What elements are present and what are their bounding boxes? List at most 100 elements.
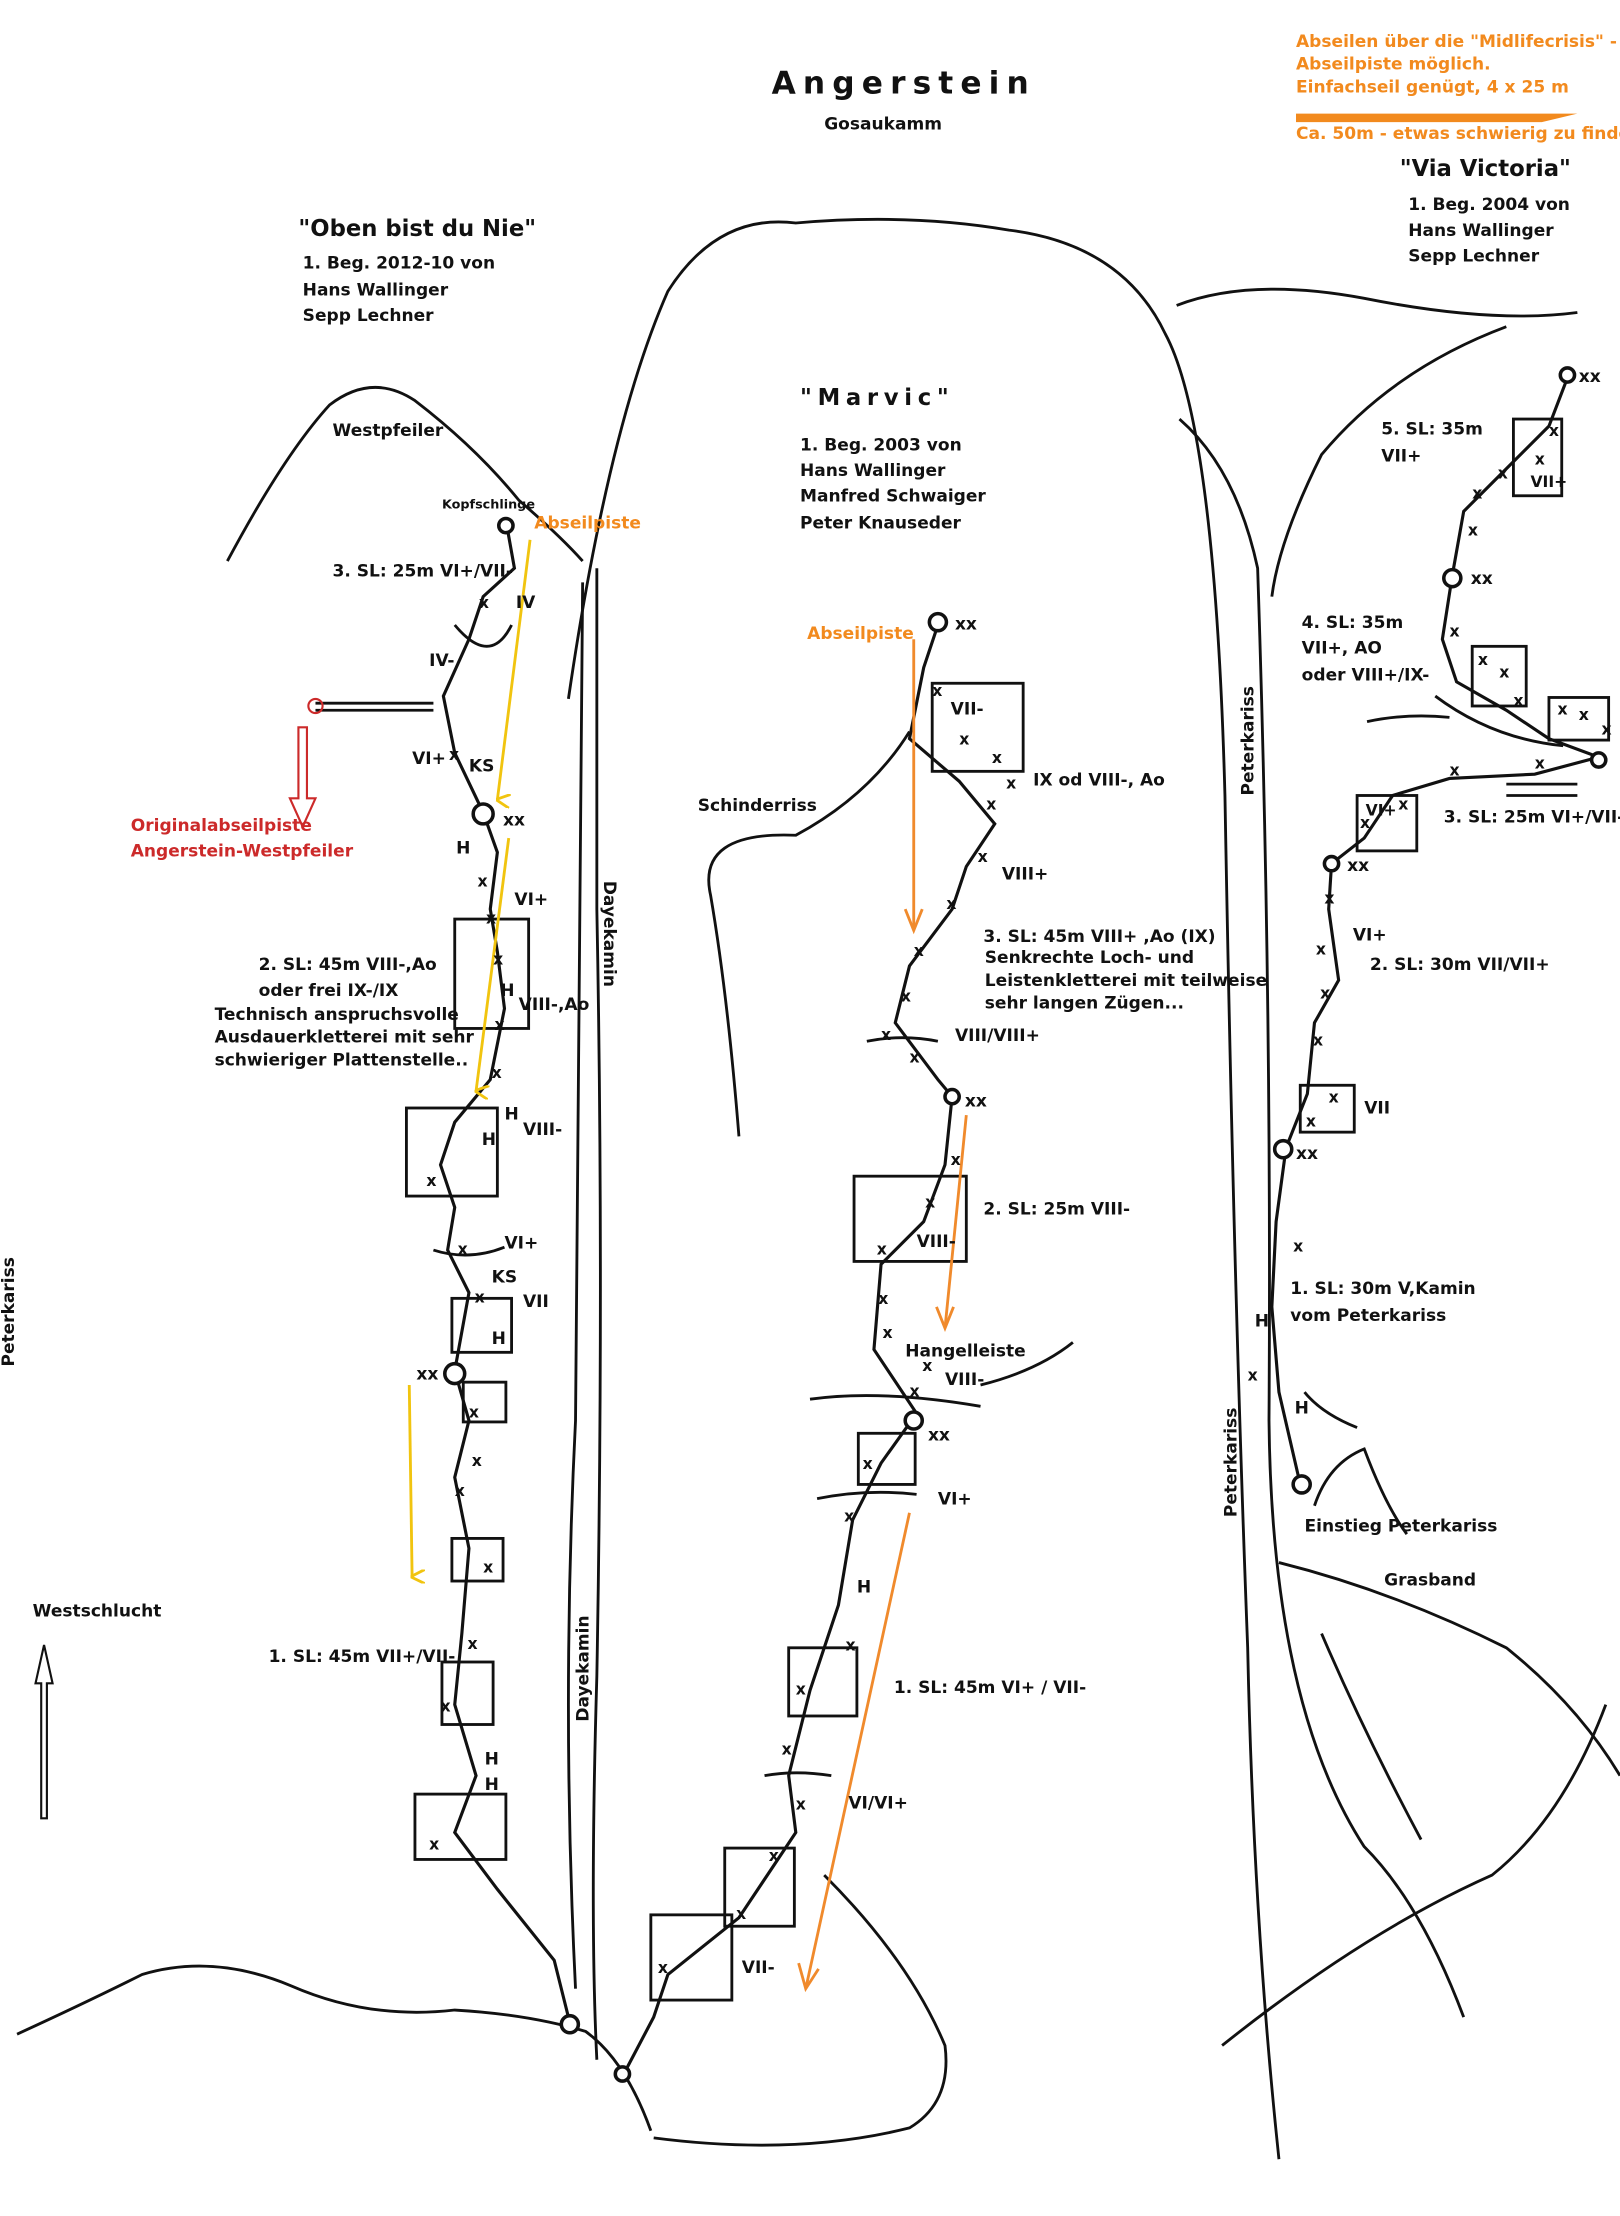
pitch-label: 4. SL: 35m — [1302, 613, 1404, 633]
hook: H — [500, 981, 514, 1001]
hook: H — [456, 839, 470, 859]
bolt: x — [986, 796, 996, 814]
hook: H — [485, 1775, 499, 1795]
bolt: x — [901, 987, 911, 1005]
bolt: x — [469, 1404, 479, 1422]
bolt: x — [878, 1290, 888, 1308]
bolt: x — [1306, 1112, 1316, 1130]
bolt: x — [1468, 522, 1478, 540]
pitch-label: 1. SL: 30m V,Kamin — [1290, 1279, 1475, 1299]
pitch-label: vom Peterkariss — [1290, 1306, 1446, 1326]
pitch-desc: Senkrechte Loch- und — [985, 948, 1194, 968]
pitch-boxes — [405, 417, 1611, 2002]
route-oben-bist-du-nie: "Oben bist du Nie" 1. Beg. 2012-10 von H… — [0, 216, 641, 1795]
grade: KS — [492, 1268, 517, 1288]
belay: xx — [928, 1425, 950, 1445]
route-name: "Via Victoria" — [1400, 156, 1571, 182]
bolt: x — [458, 1240, 468, 1258]
hook: H — [482, 1130, 496, 1150]
bolt: x — [909, 1049, 919, 1067]
hook: H — [1295, 1398, 1309, 1418]
bolt: x — [796, 1796, 806, 1814]
pitch-label: 1. SL: 45m VII+/VII- — [269, 1647, 456, 1667]
pitch-label: oder VIII+/IX- — [1302, 665, 1430, 685]
pitch-desc: schwieriger Plattenstelle.. — [215, 1050, 469, 1070]
bolt: x — [1006, 774, 1016, 792]
bolt: x — [1398, 796, 1408, 814]
bolt: x — [1360, 814, 1370, 832]
header-labels: Angerstein Gosaukamm Abseilen über die "… — [772, 32, 1620, 144]
bolt: x — [782, 1740, 792, 1758]
note-line: Einfachseil genügt, 4 x 25 m — [1296, 77, 1569, 97]
feature-label: Westpfeiler — [333, 421, 444, 441]
bolt: x — [1316, 941, 1326, 959]
note-line: Abseilpiste möglich. — [1296, 55, 1491, 75]
original-abseil-label: Originalabseilpiste — [131, 816, 312, 836]
bolt: x — [796, 1681, 806, 1699]
grade: VII — [1364, 1099, 1390, 1119]
climber: Hans Wallinger — [1408, 221, 1554, 241]
climber: Peter Knauseder — [800, 513, 961, 533]
bolt: x — [441, 1698, 451, 1716]
bolt: x — [1513, 692, 1523, 710]
bolt: x — [1449, 622, 1459, 640]
bolt: x — [1579, 706, 1589, 724]
bolt: x — [959, 730, 969, 748]
bolt: x — [1320, 985, 1330, 1003]
feature-label: Dayekamin — [599, 881, 619, 987]
bolt: x — [1449, 762, 1459, 780]
page-title: Angerstein — [772, 66, 1036, 102]
pitch-label: 3. SL: 25m VI+/VII- — [333, 562, 513, 582]
grade: VI+ — [412, 749, 446, 769]
route-name: "Oben bist du Nie" — [298, 216, 536, 242]
bolt: x — [1248, 1367, 1258, 1385]
grade: VIII/VIII+ — [955, 1026, 1040, 1046]
bolt: x — [881, 1026, 891, 1044]
belay: xx — [1296, 1144, 1318, 1164]
bolt: x — [736, 1905, 746, 1923]
grade: VI+ — [514, 890, 548, 910]
original-abseil-arrow-icon — [288, 726, 318, 830]
pitch-label: oder frei IX-/IX — [259, 981, 399, 1001]
note-line: Abseilen über die "Midlifecrisis" - — [1296, 32, 1617, 52]
belay: xx — [503, 810, 525, 830]
bolt: x — [483, 1559, 493, 1577]
bolt: x — [1499, 664, 1509, 682]
pitch-label: 3. SL: 45m VIII+ ,Ao (IX) — [983, 927, 1215, 947]
route-name: "Marvic" — [800, 385, 954, 411]
grade: IV — [516, 593, 536, 613]
pitch-label: 1. SL: 45m VI+ / VII- — [894, 1678, 1086, 1698]
pitch-desc: Leistenkletterei mit teilweise — [985, 971, 1267, 991]
bolt: x — [1498, 465, 1508, 483]
feature-label: Grasband — [1384, 1570, 1476, 1590]
grade: VI+ — [1366, 801, 1397, 819]
bolt: x — [978, 848, 988, 866]
subtitle: Gosaukamm — [824, 114, 942, 134]
climber: Hans Wallinger — [303, 280, 449, 300]
grade: VI+ — [504, 1234, 538, 1254]
original-abseil-label: Angerstein-Westpfeiler — [131, 842, 354, 862]
bolt: x — [992, 749, 1002, 767]
bolt: x — [1557, 701, 1567, 719]
abseil-label: Abseilpiste — [534, 513, 641, 533]
climber: Hans Wallinger — [800, 461, 946, 481]
feature-label: Kopfschlinge — [442, 498, 535, 513]
bolt: x — [449, 746, 459, 764]
pitch-label: 3. SL: 25m VI+/VII- — [1444, 807, 1620, 827]
bolt: x — [925, 1193, 935, 1211]
bolt: x — [1478, 651, 1488, 669]
hook: H — [857, 1577, 871, 1597]
route-marvic: "Marvic" 1. Beg. 2003 von Hans Wallinger… — [698, 385, 1267, 1978]
abseil-direction-arrow — [1296, 113, 1578, 123]
bolt: x — [429, 1836, 439, 1854]
pitch-label: 2. SL: 30m VII/VII+ — [1370, 955, 1550, 975]
bolt: x — [477, 872, 487, 890]
feature-label: Westschlucht — [33, 1602, 162, 1622]
grade: IV- — [429, 651, 454, 671]
grade: KS — [469, 756, 494, 776]
grade: VI+ — [938, 1489, 972, 1509]
grade: VI+ — [1353, 925, 1387, 945]
feature-label: Peterkariss — [1221, 1408, 1241, 1517]
first-ascent: 1. Beg. 2004 von — [1408, 195, 1570, 215]
bolt: x — [455, 1482, 465, 1500]
